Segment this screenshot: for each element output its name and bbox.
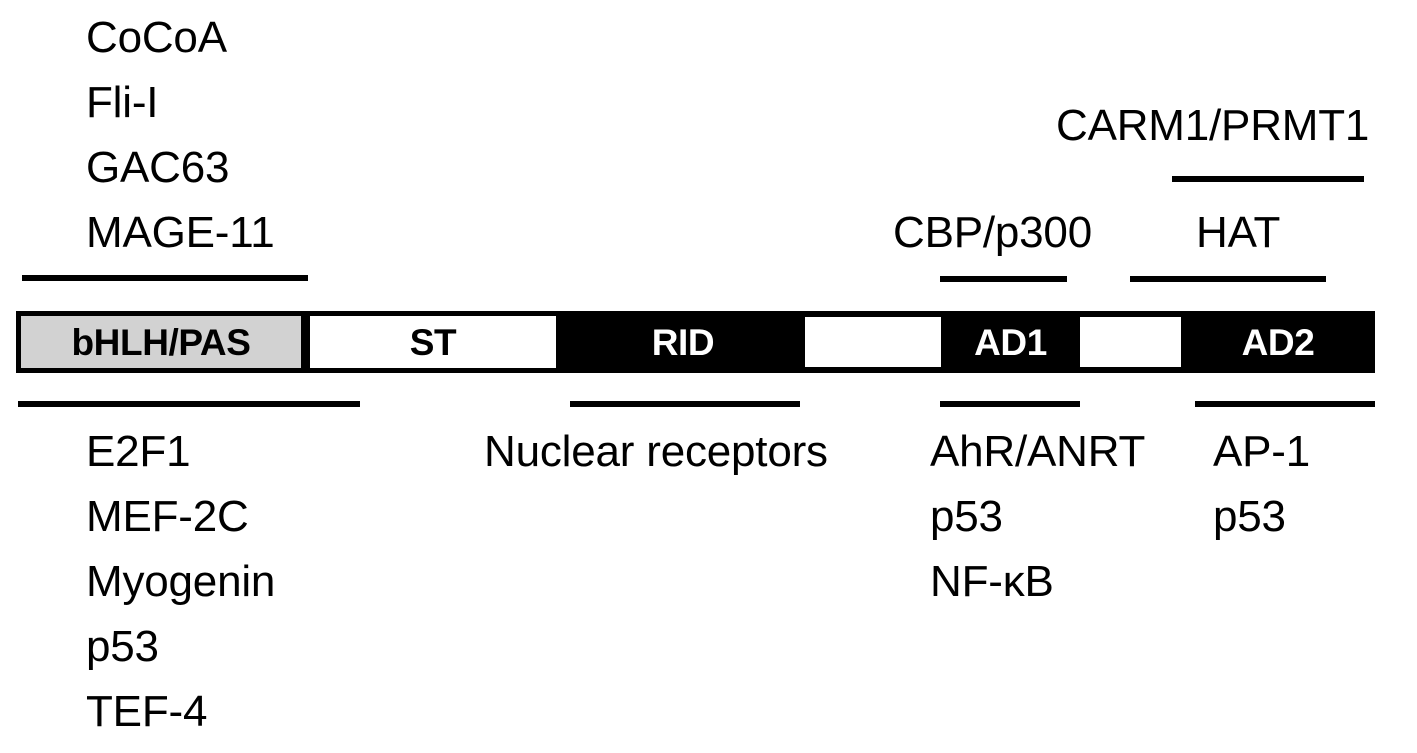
- label-cocoa: CoCoA: [86, 13, 227, 62]
- bracket-rule-hat: [1130, 276, 1326, 282]
- label-ahr-anrt: AhR/ANRT: [930, 427, 1146, 476]
- bracket-rule-n-terminal-coactivators: [22, 275, 308, 281]
- label-tef-4: TEF-4: [86, 687, 208, 736]
- label-hat: HAT: [1196, 208, 1281, 257]
- bracket-rule-bhlh-pas-partners: [18, 401, 360, 407]
- bracket-rule-rid-partners: [570, 401, 800, 407]
- domain-segment-rid[interactable]: RID: [561, 311, 805, 373]
- label-mage-11: MAGE-11: [86, 208, 275, 257]
- domain-segment-ad1[interactable]: AD1: [941, 311, 1080, 373]
- domain-segment-label: bHLH/PAS: [71, 321, 251, 363]
- label-carm1-prmt1: CARM1/PRMT1: [1056, 101, 1370, 150]
- label-p53-ad1: p53: [930, 492, 1003, 541]
- domain-spacer-ad1-ad2: [1080, 317, 1181, 367]
- domain-segment-ad2[interactable]: AD2: [1181, 311, 1375, 373]
- domain-segment-label: AD2: [1241, 321, 1315, 363]
- domain-segment-label: ST: [409, 321, 457, 363]
- domain-segment-label: AD1: [974, 321, 1047, 363]
- bracket-rule-ad2-partners: [1195, 401, 1375, 407]
- label-gac63: GAC63: [86, 143, 230, 192]
- label-nuclear-receptors: Nuclear receptors: [484, 427, 828, 476]
- label-myogenin: Myogenin: [86, 557, 276, 606]
- label-ap-1: AP-1: [1213, 427, 1311, 476]
- label-fli-i: Fli-I: [86, 78, 159, 127]
- label-e2f1: E2F1: [86, 427, 191, 476]
- protein-domain-bar: bHLH/PAS ST RID AD1 AD2: [16, 311, 1375, 373]
- label-mef-2c: MEF-2C: [86, 492, 249, 541]
- domain-segment-label: RID: [651, 321, 715, 363]
- domain-segment-bhlh-pas[interactable]: bHLH/PAS: [16, 311, 306, 373]
- label-p53-bhlh: p53: [86, 622, 159, 671]
- bracket-rule-cbp-p300: [940, 276, 1067, 282]
- domain-segment-st[interactable]: ST: [305, 311, 561, 373]
- label-cbp-p300: CBP/p300: [893, 208, 1092, 257]
- bracket-rule-carm1-prmt1: [1172, 176, 1364, 182]
- label-nf-kb: NF-κB: [930, 557, 1054, 606]
- domain-spacer-rid-ad1: [805, 317, 941, 367]
- bracket-rule-ad1-partners: [940, 401, 1080, 407]
- label-p53-ad2: p53: [1213, 492, 1286, 541]
